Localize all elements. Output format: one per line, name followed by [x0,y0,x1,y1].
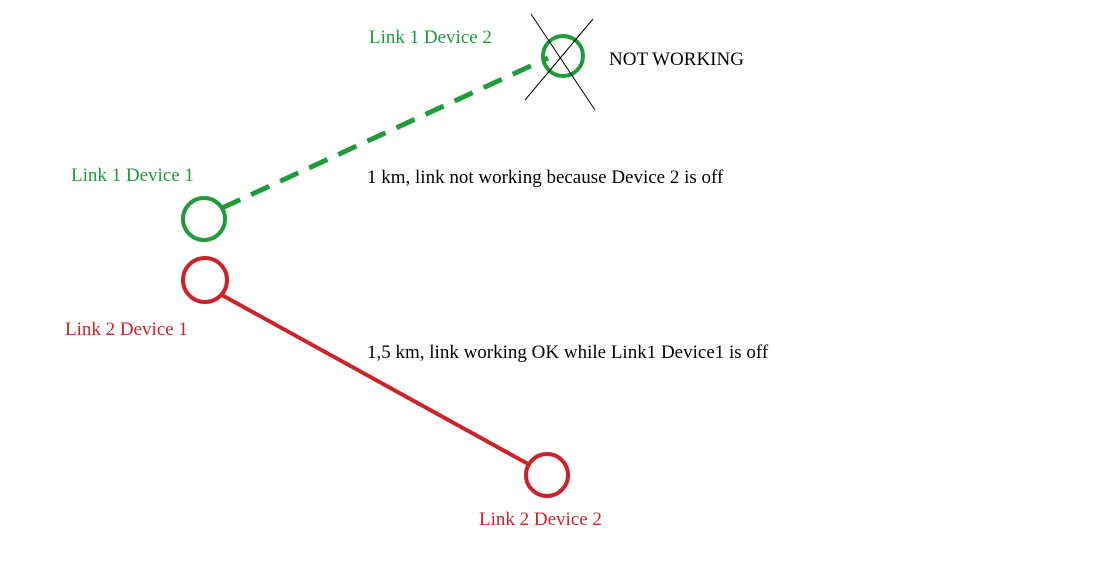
link2-device2-label: Link 2 Device 2 [479,509,602,530]
link2-device1-label: Link 2 Device 1 [65,319,188,340]
link1-dashed-connection [220,55,550,211]
link1-device2-label: Link 1 Device 2 [369,27,492,48]
link2-solid-connection [219,292,531,467]
link1-device2-cross-mark [524,13,596,111]
link1-device2-node [541,34,585,78]
link1-status-label: NOT WORKING [609,49,744,70]
link1-device1-label: Link 1 Device 1 [71,165,194,186]
cross-stroke-b [524,18,594,101]
cross-stroke-a [530,13,596,111]
link1-description: 1 km, link not working because Device 2 … [367,167,724,188]
link2-device1-node [181,256,229,304]
link2-description: 1,5 km, link working OK while Link1 Devi… [367,342,769,363]
link2-device2-node [524,452,570,498]
link1-device1-node [181,196,227,242]
